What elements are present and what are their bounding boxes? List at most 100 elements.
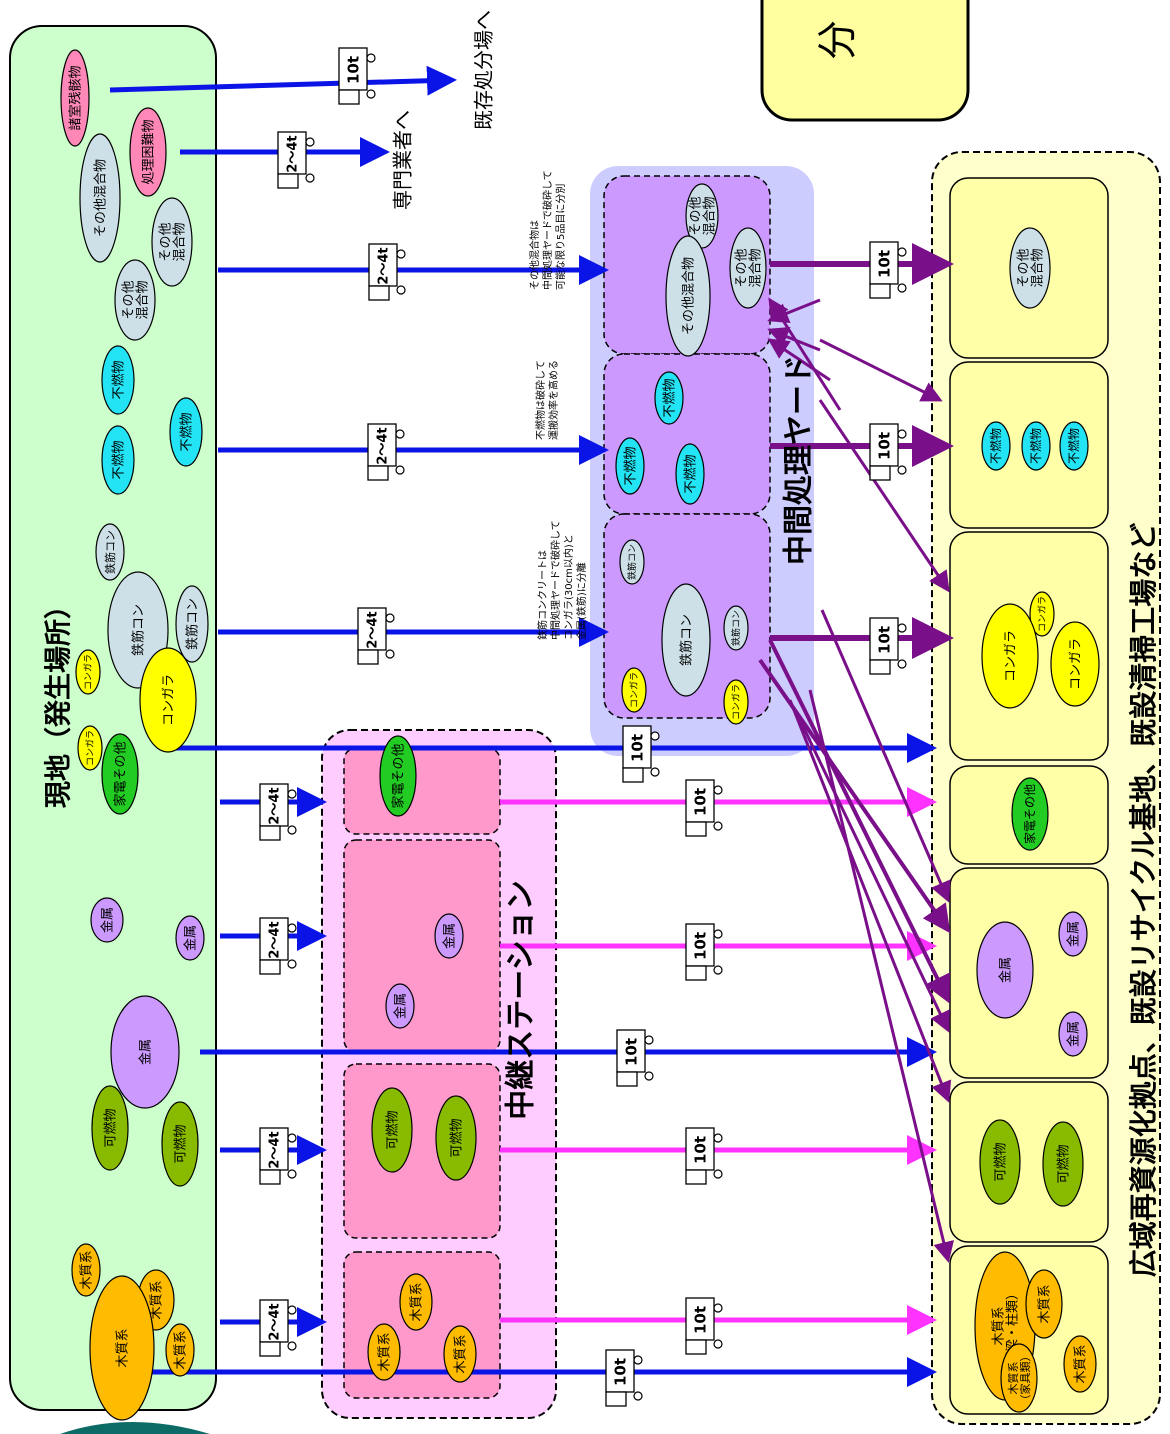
truck-capacity-label: 10t (612, 1358, 630, 1386)
bubble-label: 不燃物 (1066, 428, 1081, 464)
bubble-congara: コンガラ (78, 726, 102, 770)
truck-wheel (898, 624, 906, 632)
bubble-mokushitsu: 木質系 (368, 1324, 400, 1380)
truck-icon: 2〜4t (260, 784, 296, 840)
note-nonburn: 不燃物は破砕して 運搬効率を高める (534, 360, 560, 440)
bubble-funen: 不燃物 (1060, 422, 1088, 470)
bubble-sonota_kongo_short: その他混合物 (115, 260, 155, 340)
truck-icon: 10t (686, 780, 722, 836)
bubble-kaden: 家電その他 (380, 736, 416, 816)
truck-wheel (714, 786, 722, 794)
bubble-tekkin: 鉄筋コン (176, 586, 208, 662)
bubble-mokushitsu: 木質系 (400, 1274, 432, 1330)
truck-wheel (288, 790, 296, 798)
bubble-label: 鉄筋コン (185, 598, 201, 650)
truck-cab (260, 826, 280, 840)
bubble-label: 不燃物 (683, 454, 699, 493)
truck-icon: 10t (617, 1030, 653, 1086)
bubble-label: その他混合物 (121, 280, 150, 319)
bubble-label: 諸室残骸物 (68, 65, 84, 130)
truck-capacity-label: 2〜4t (286, 135, 301, 172)
bubble-label: 不燃物 (111, 440, 127, 479)
bubble-label: コンガラ (629, 672, 640, 708)
note-concrete: 鉄筋コンクリートは 中間処理ヤードで破砕して コンガラ(30cm以内)と 金属(… (536, 520, 588, 640)
bubble-kinzoku: 金属 (386, 984, 414, 1028)
bubble-funen: 不燃物 (655, 372, 683, 424)
bubble-congara: コンガラ (982, 604, 1038, 708)
flow-arrow (820, 340, 940, 400)
chukan-label: 中間処理ヤード (782, 355, 817, 565)
bubble-funen: 不燃物 (676, 444, 704, 504)
truck-wheel (645, 1072, 653, 1080)
bubble-label: 金属 (100, 907, 116, 933)
truck-wheel (634, 1392, 642, 1400)
note-mixed-line: 可能な限り5品目に分別 (554, 184, 567, 290)
bubble-label: 金属 (1066, 1021, 1082, 1047)
bubble-label: その他混合物 (688, 196, 717, 235)
bubble-congara: コンガラ (76, 650, 100, 694)
bubble-kinzoku: 金属 (111, 996, 179, 1108)
truck-cab (339, 90, 359, 104)
truck-icon: 10t (870, 618, 906, 674)
bubble-label: 可燃物 (993, 1142, 1009, 1181)
bubble-kinzoku: 金属 (977, 922, 1033, 1018)
bubble-label: 鉄筋コン (730, 610, 742, 646)
truck-icon: 2〜4t (260, 1300, 296, 1356)
truck-wheel (651, 732, 659, 740)
truck-cab (623, 768, 643, 782)
truck-wheel (898, 430, 906, 438)
truck-cab (686, 1170, 706, 1184)
truck-wheel (898, 466, 906, 474)
bubble-label: 木質系 (116, 1328, 131, 1367)
truck-wheel (651, 768, 659, 776)
note-nonburn-line: 運搬効率を高める (547, 360, 560, 440)
bubble-label: 木質系 (454, 1334, 469, 1373)
truck-icon: 10t (686, 1128, 722, 1184)
truck-capacity-label: 10t (692, 1136, 710, 1164)
bubble-label: 木質系 (1074, 1344, 1089, 1383)
bubble-label: コンガラ (1069, 638, 1084, 690)
bubble-shorikonnan: 処理困難物 (130, 108, 166, 196)
truck-wheel (367, 90, 375, 98)
truck-capacity-label: 2〜4t (268, 1131, 283, 1168)
bubble-label: 可燃物 (449, 1118, 465, 1157)
bubble-mokushitsu: 木質系 (90, 1276, 154, 1420)
bubble-funen: 不燃物 (102, 426, 134, 494)
genchi-label: 現地（発生場所） (44, 592, 75, 808)
truck-cab (870, 466, 890, 480)
truck-wheel (714, 1170, 722, 1178)
truck-icon: 10t (686, 1298, 722, 1354)
chukei-label: 中継ステーション (504, 880, 539, 1119)
bubble-kanen: 可燃物 (162, 1102, 198, 1186)
truck-wheel (288, 960, 296, 968)
bubble-label: 木質系 (410, 1282, 425, 1321)
truck-icon: 2〜4t (358, 608, 394, 664)
bubble-label: コンガラ (83, 654, 94, 690)
bubble-funen: 不燃物 (1022, 422, 1050, 470)
bubble-kaden: 家電その他 (102, 734, 138, 814)
bubble-label: 家電その他 (113, 741, 129, 806)
bubble-tekkin: 鉄筋コン (724, 606, 748, 650)
title-box-label: 分 (815, 20, 861, 60)
truck-wheel (306, 174, 314, 182)
bubble-label: 可燃物 (1056, 1144, 1072, 1183)
note-concrete-line: 金属(鉄筋)に分離 (575, 562, 588, 640)
bubble-congara: コンガラ (140, 648, 196, 752)
bubble-label: 不燃物 (1028, 428, 1043, 464)
bubble-label: 不燃物 (623, 446, 639, 485)
truck-icon: 10t (686, 924, 722, 980)
bubble-label: 木質系 (1038, 1284, 1053, 1323)
bubble-label: その他混合物 (734, 248, 763, 287)
bubble-label: その他混合物 (158, 222, 187, 261)
bubble-mokushitsu: 木質系 (166, 1324, 194, 1376)
truck-icon: 10t (870, 424, 906, 480)
bubble-congara: コンガラ (724, 680, 748, 724)
truck-icon: 10t (606, 1350, 642, 1406)
title-box (762, 0, 968, 120)
bubble-label: 処理困難物 (142, 119, 157, 184)
bubble-label: 不燃物 (111, 360, 127, 399)
truck-wheel (367, 54, 375, 62)
truck-wheel (288, 1342, 296, 1350)
truck-wheel (898, 248, 906, 256)
bubble-label: 鉄筋コン (131, 604, 147, 656)
